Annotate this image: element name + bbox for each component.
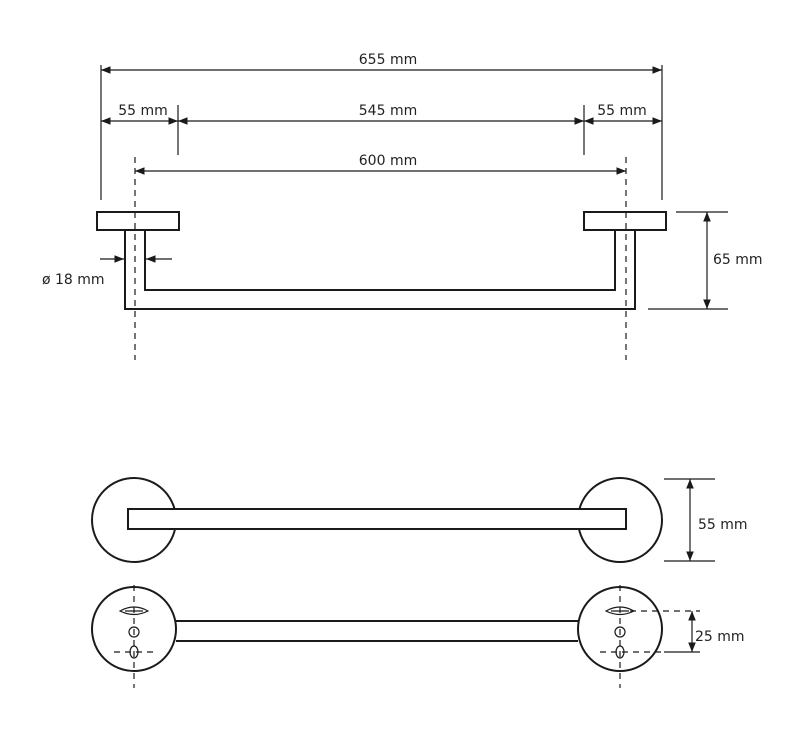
bar-outline-inner (144, 230, 616, 291)
rosette-right-wall (577, 586, 663, 672)
label-overall-width: 655 mm (359, 52, 417, 68)
label-rosette-diameter: 55 mm (698, 517, 748, 533)
label-right-flange: 55 mm (597, 103, 647, 119)
mounting-holes-left (114, 606, 154, 659)
label-left-flange: 55 mm (118, 103, 168, 119)
label-projection: 65 mm (713, 252, 763, 268)
mounting-view: 25 mm (91, 585, 745, 688)
rosette-left-wall (91, 586, 177, 672)
bar-wall-view (176, 620, 578, 642)
wall-flange-right (583, 211, 667, 231)
mounting-holes-right (600, 606, 700, 659)
label-center-distance: 600 mm (359, 153, 417, 169)
screw-hole-icon (128, 626, 140, 638)
front-view: 655 mm 55 mm 545 mm 55 mm 600 mm ø 18 mm… (42, 52, 763, 360)
label-screw-offset: 25 mm (695, 629, 745, 645)
label-tube-diameter: ø 18 mm (42, 272, 105, 288)
bar-top-view (127, 508, 627, 530)
screw-hole-icon (614, 626, 626, 638)
top-view: 55 mm (91, 477, 748, 563)
label-bar-span: 545 mm (359, 103, 417, 119)
slot-hole-icon (118, 606, 150, 616)
wall-flange-left (96, 211, 180, 231)
bar-outline-outer (124, 230, 636, 310)
